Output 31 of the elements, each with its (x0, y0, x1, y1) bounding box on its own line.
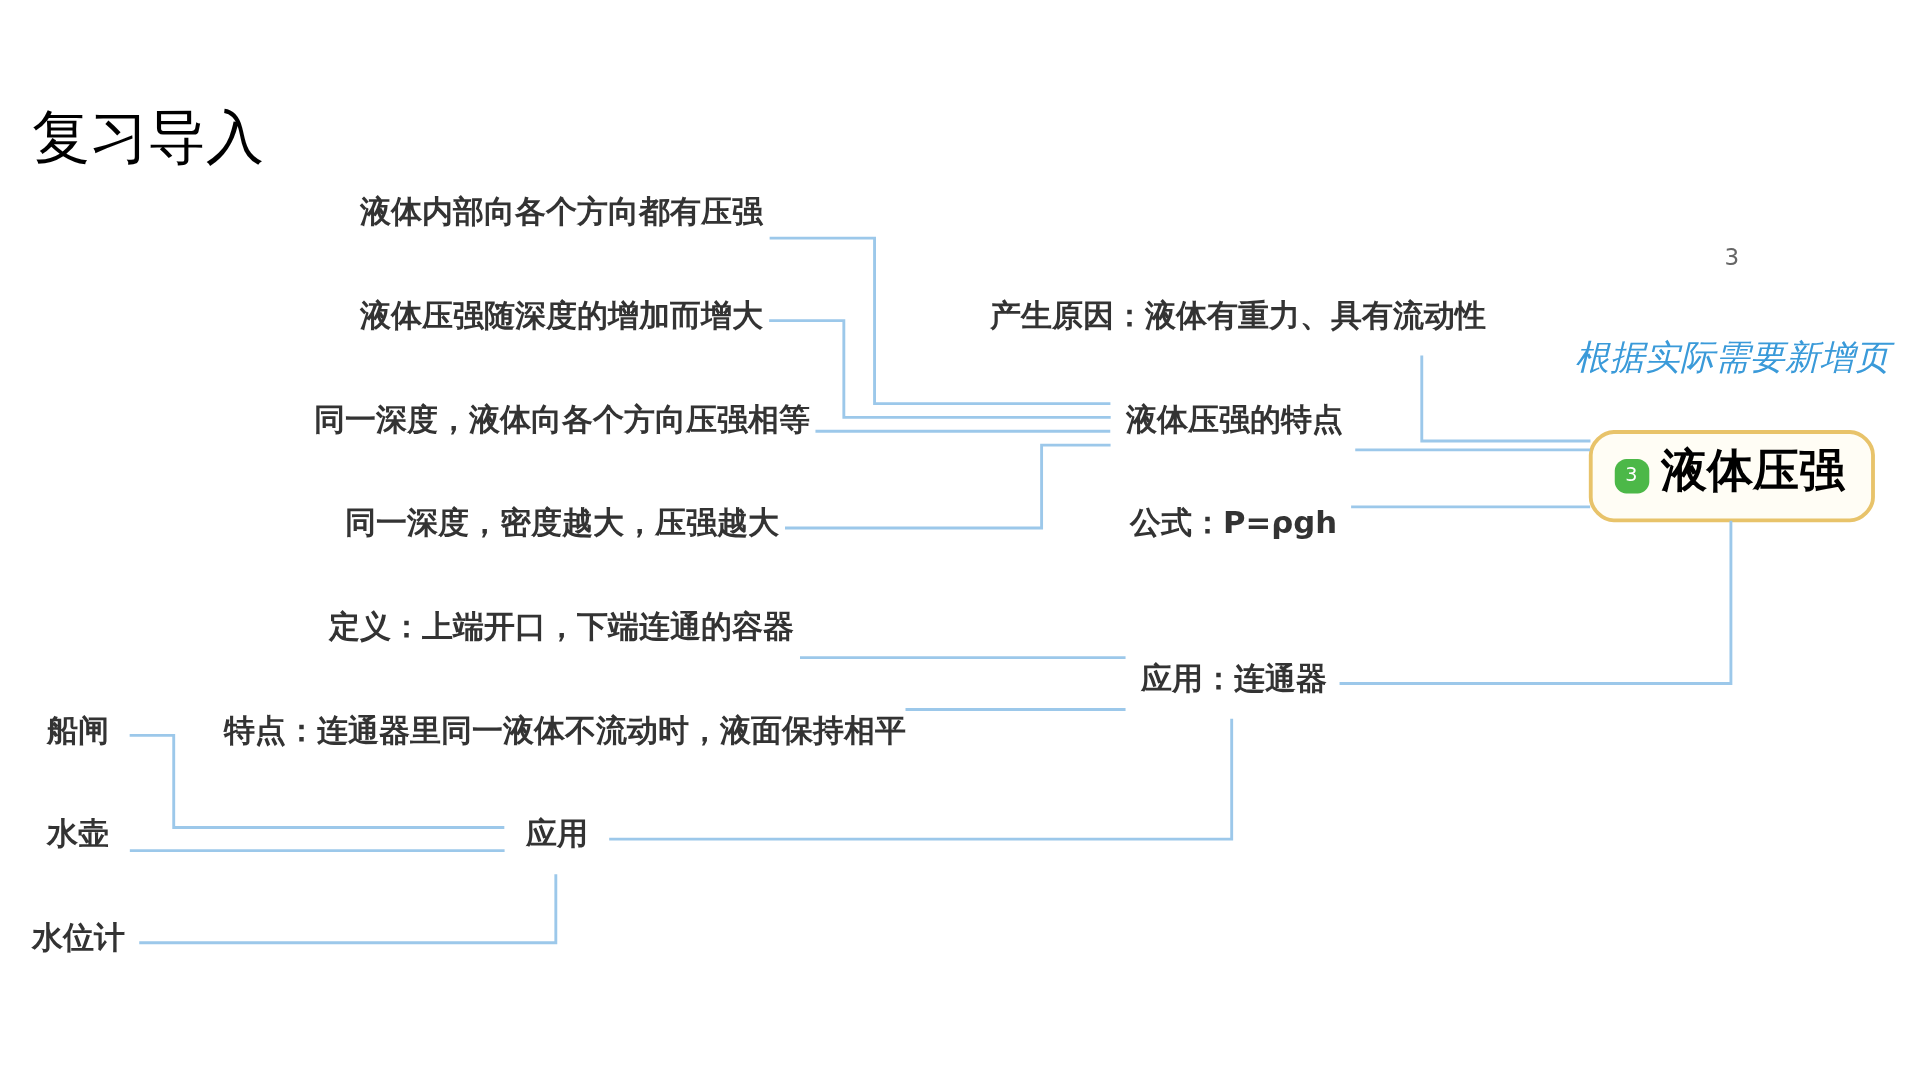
diagram-title: 复习导入 (31, 103, 264, 171)
node-text: 公式：P=ρgh (1129, 503, 1338, 540)
connector (905, 707, 1126, 711)
label: 3 (1724, 243, 1740, 270)
connector (609, 718, 1234, 840)
connector (129, 733, 505, 829)
node-text: 液体压强的特点 (1126, 400, 1344, 437)
connector (1355, 448, 1591, 451)
node-text: 同一深度，密度越大，压强越大 (344, 503, 779, 540)
connector (785, 443, 1111, 529)
connector (769, 318, 1111, 419)
connector (1339, 520, 1733, 685)
node-text: 定义：上端开口，下端连通的容器 (329, 607, 795, 644)
node-text: 应用：连通器 (1141, 659, 1328, 696)
connector (800, 655, 1126, 659)
node-text: 船闸 (47, 711, 109, 748)
node-text: 液体内部向各个方向都有压强 (359, 192, 763, 229)
node-text: 应用 (526, 814, 589, 851)
node-text: 特点：连通器里同一液体不流动时，液面保持相平 (223, 711, 906, 748)
node-text: 同一深度，液体向各个方向压强相等 (313, 400, 810, 437)
node-text: 水位计 (31, 918, 125, 955)
connector (139, 873, 558, 944)
connector (1351, 504, 1591, 508)
node-text: 液体压强随深度的增加而增大 (359, 296, 763, 333)
node-text: 水壶 (47, 814, 109, 851)
connector (129, 848, 505, 852)
connector (815, 429, 1111, 433)
node-box: 3 液体压强 (1588, 429, 1875, 522)
node-text: 产生原因：液体有重力、具有流动性 (989, 296, 1486, 333)
connector (1420, 354, 1591, 442)
connector (769, 236, 1111, 405)
